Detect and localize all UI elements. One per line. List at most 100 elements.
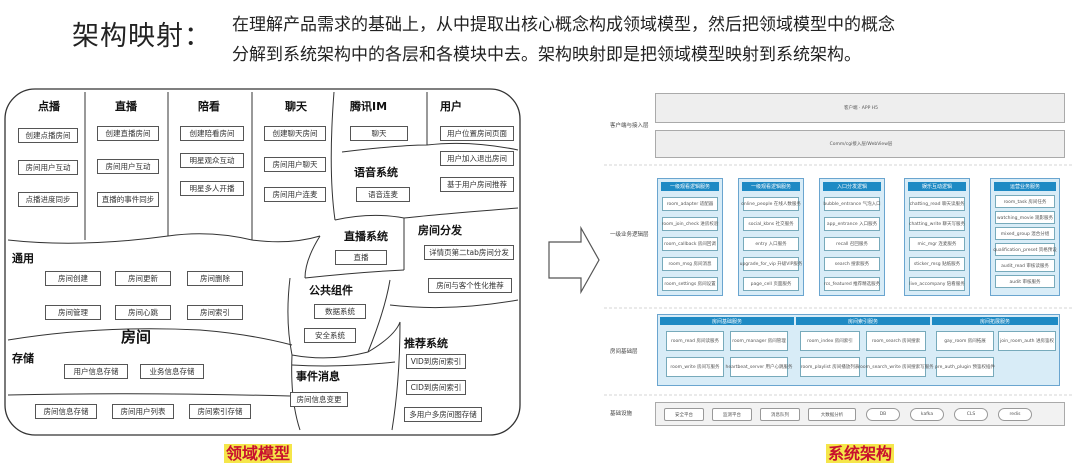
infra-item: 大数据分析	[808, 408, 856, 421]
infra-item: CLS	[954, 408, 988, 421]
gateway-box-label: Comm/cgi接入层/WebView层	[829, 142, 893, 147]
domain-item: 房间删除	[187, 271, 243, 286]
group-title-liaotian: 聊天	[285, 100, 307, 113]
domain-item: 房间信息变更	[290, 392, 348, 407]
column-title: 一级观看逻辑服务	[661, 182, 719, 191]
column-title: 入口分发逻辑	[823, 182, 881, 191]
infra-item: kafka	[910, 408, 944, 421]
module-box: search 搜索服务	[824, 257, 880, 271]
domain-item: 房间用户互动	[97, 159, 159, 174]
group-title-cunchu: 存储	[12, 352, 34, 365]
group-title-tongyong: 通用	[12, 252, 34, 265]
infra-item: DB	[866, 408, 900, 421]
logic-column: 娱乐互动逻辑 chatting_read 聊天读服务 chatting_writ…	[904, 178, 970, 296]
gateway-layer-box: Comm/cgi接入层/WebView层	[655, 130, 1065, 158]
module-box: audit 审核服务	[995, 275, 1055, 288]
module-box: rcs_featured 推荐精选服务	[824, 277, 880, 291]
domain-item: CID到房间索引	[406, 380, 466, 395]
module-box: mixed_group 混合分组	[995, 227, 1055, 240]
domain-item: 房间与客个性化推荐	[428, 278, 512, 293]
domain-item: 语音连麦	[356, 187, 410, 202]
group-title-fenfa: 房间分发	[418, 224, 462, 237]
module-box: app_entrance 入口服务	[824, 217, 880, 231]
domain-item: 房间索引	[187, 305, 243, 320]
domain-item: 房间用户连麦	[264, 187, 326, 202]
domain-item: 基于用户房间推荐	[440, 177, 514, 192]
domain-item: 房间用户列表	[112, 404, 174, 419]
group-title-yuyin: 语音系统	[354, 166, 398, 179]
room-center-label: 房间	[121, 328, 152, 346]
infra-item: 监测平台	[712, 408, 752, 421]
group-title-zhibo: 直播	[115, 100, 137, 113]
module-box: recall 召回服务	[824, 237, 880, 251]
module-box: heartbeat_server 用户心跳服务	[725, 357, 793, 377]
group-title-gonggong: 公共组件	[309, 284, 353, 297]
base-group-title: 房间索引服务	[796, 317, 930, 325]
module-box: live_accompany 陪看服务	[909, 277, 965, 291]
domain-item: 房间用户聊天	[264, 157, 326, 172]
module-box: room_adapter 适配器	[662, 197, 718, 211]
domain-item: 创建聊天房间	[264, 126, 326, 141]
layer-label: 房间基础层	[610, 349, 638, 355]
module-box: qualification_preset 资格预设	[993, 243, 1057, 256]
domain-item: 明星多人开播	[180, 181, 244, 196]
description-line-1: 在理解产品需求的基础上，从中提取出核心概念构成领域模型，然后把领域模型中的概念	[232, 15, 895, 35]
domain-item: 聊天	[350, 126, 408, 141]
module-box: room_search 房间搜索	[866, 331, 926, 351]
domain-item: 创建直播房间	[97, 126, 159, 141]
module-box: room_write 房间写服务	[666, 357, 724, 377]
module-box: audit_read 审核读服务	[995, 259, 1055, 272]
group-title-shijian: 事件消息	[296, 370, 340, 383]
logic-column: 一级观看逻辑服务 online_people 在线人数服务 social_kbn…	[738, 178, 804, 296]
domain-item: 房间心跳	[115, 305, 171, 320]
logic-column: 入口分发逻辑 bubble_entrance 气泡入口 app_entrance…	[819, 178, 885, 296]
client-layer-box: 客户端 · APP H5	[655, 93, 1065, 123]
group-title-yonghu: 用户	[440, 100, 462, 113]
layer-label: 一级业务逻辑层	[610, 232, 649, 238]
infra-item: redis	[998, 408, 1032, 421]
domain-item: 用户加入退出房间	[440, 151, 514, 166]
group-title-dianbo: 点播	[38, 100, 60, 113]
module-box: join_room_auth 进房鉴权	[998, 331, 1056, 351]
base-group-title: 房间基础服务	[660, 317, 794, 325]
module-box: room_settings 房间设置	[662, 277, 718, 291]
domain-item: 房间创建	[45, 271, 101, 286]
module-box: room_playlist 房间播放列表	[800, 357, 860, 377]
page-title: 架构映射：	[72, 21, 212, 52]
group-title-peikan: 陪看	[198, 100, 220, 113]
module-box: entry 入口服务	[743, 237, 799, 251]
module-box: page_cell 页面服务	[743, 277, 799, 291]
module-box: online_people 在线人数服务	[741, 197, 801, 211]
module-box: room_read 房间读服务	[666, 331, 724, 351]
infra-item: 安全平台	[664, 408, 704, 421]
domain-item: 直播	[335, 250, 387, 265]
module-box: room_callback 房间回调	[662, 237, 718, 251]
module-box: pre_auth_plugin 预鉴权插件	[935, 357, 995, 377]
column-title: 运营业务服务	[994, 182, 1056, 191]
domain-item: 用户信息存储	[64, 364, 128, 379]
domain-item: 数据系统	[314, 304, 366, 319]
module-box: room_join_check 进房校验	[662, 217, 718, 231]
module-box: social_kbns 社交服务	[743, 217, 799, 231]
infra-layer: 安全平台 监测平台 消息队列 大数据分析 DB kafka CLS redis	[655, 402, 1065, 426]
domain-item: 房间索引存储	[189, 404, 251, 419]
domain-item: 明星观众互动	[180, 153, 244, 168]
layer-label: 基础设施	[610, 411, 633, 417]
column-title: 一级观看逻辑服务	[742, 182, 800, 191]
layer-label: 客户端与接入层	[610, 123, 649, 129]
client-box-label: 客户端 · APP H5	[844, 106, 878, 111]
domain-item: 详情页第二tab房间分发	[424, 245, 514, 260]
domain-item: 业务信息存储	[140, 364, 204, 379]
base-group-title: 房间拓展服务	[932, 317, 1058, 325]
domain-item: 直播的事件同步	[97, 192, 159, 207]
domain-model-caption: 领域模型	[224, 444, 293, 463]
domain-item: 创建陪看房间	[180, 126, 244, 141]
module-box: sticker_msg 贴纸服务	[909, 257, 965, 271]
description-line-2: 分解到系统架构中的各层和各模块中去。架构映射即是把领域模型映射到系统架构。	[232, 45, 861, 65]
domain-item: 创建点播房间	[18, 128, 78, 143]
mapping-arrow-icon	[548, 225, 600, 295]
module-box: room_index 房间索引	[800, 331, 860, 351]
domain-item: 点播进度同步	[18, 192, 78, 207]
